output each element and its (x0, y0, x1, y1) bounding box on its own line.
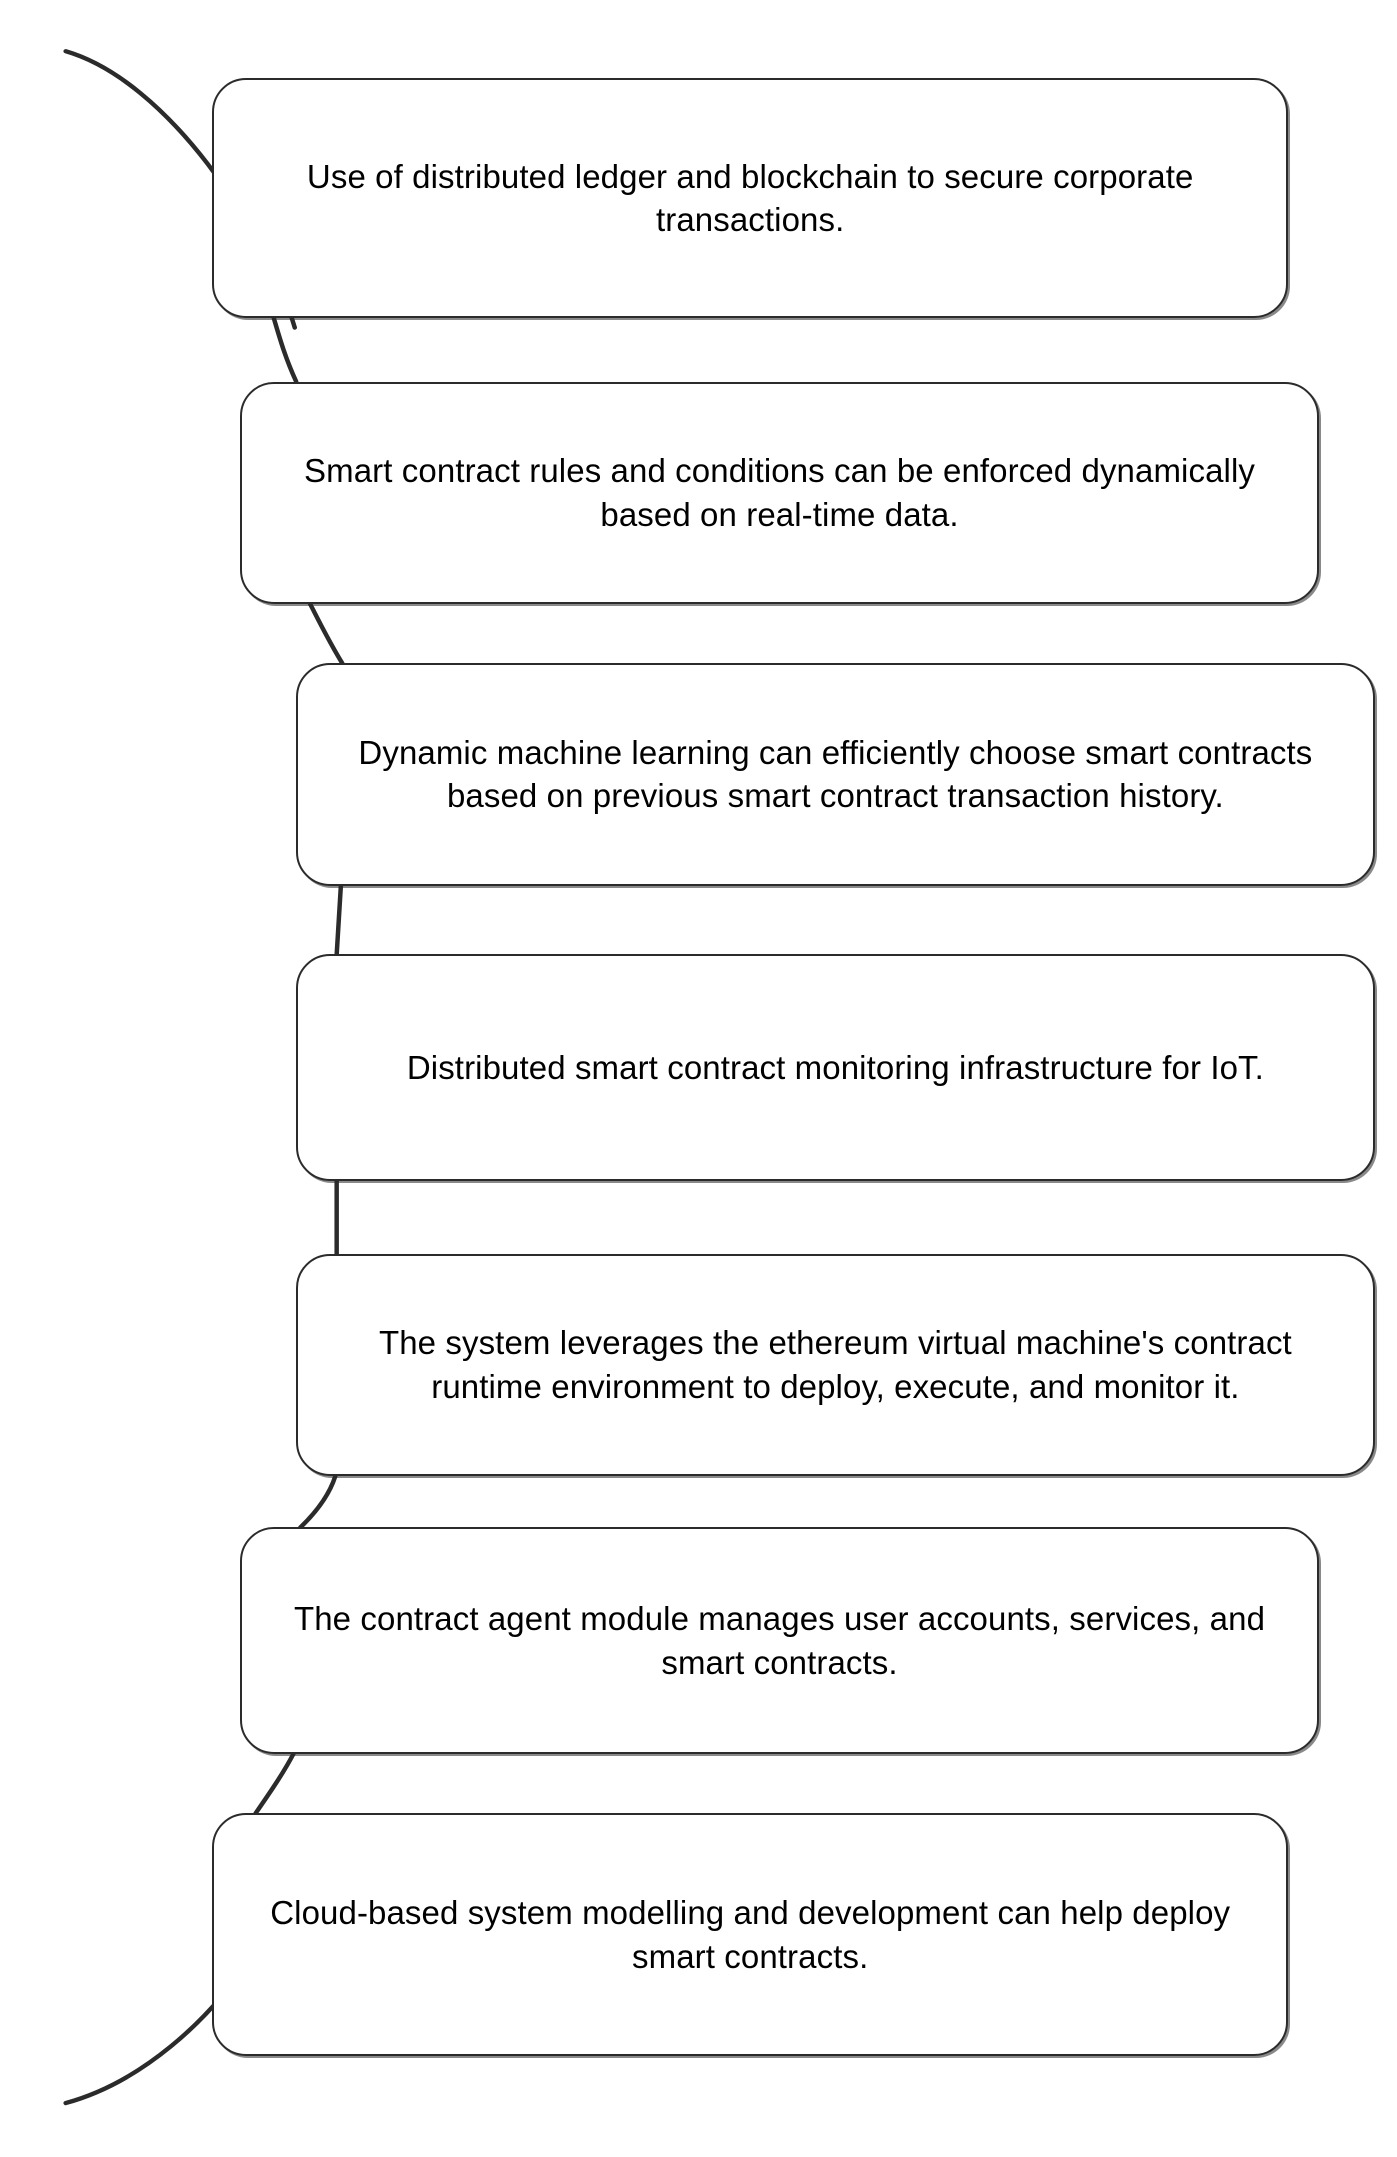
diagram-node[interactable]: The contract agent module manages user a… (240, 1527, 1319, 1754)
diagram-node[interactable]: Distributed smart contract monitoring in… (296, 954, 1375, 1181)
node-label: Dynamic machine learning can efficiently… (358, 733, 1313, 815)
connector-1-2 (271, 316, 299, 384)
node-label: Use of distributed ledger and blockchain… (306, 157, 1194, 239)
node-label: The system leverages the ethereum virtua… (378, 1324, 1292, 1405)
diagram-node[interactable]: The system leverages the ethereum virtua… (296, 1253, 1375, 1477)
diagram-node[interactable]: Cloud-based system modelling and develop… (212, 1813, 1289, 2056)
diagram-node[interactable]: Smart contract rules and conditions can … (240, 381, 1319, 604)
diagram-node[interactable]: Dynamic machine learning can efficiently… (296, 663, 1375, 886)
node-label: Cloud-based system modelling and develop… (270, 1894, 1231, 1975)
node-label: Smart contract rules and conditions can … (304, 452, 1255, 533)
node-label: Distributed smart contract monitoring in… (406, 1048, 1264, 1086)
node-label: The contract agent module manages user a… (293, 1600, 1266, 1681)
connector-2-3 (307, 601, 345, 666)
diagram-node[interactable]: Use of distributed ledger and blockchain… (212, 78, 1289, 319)
connector-3-4 (334, 883, 344, 957)
connector-6-7 (253, 1751, 296, 1816)
connector-5-6 (298, 1474, 338, 1530)
